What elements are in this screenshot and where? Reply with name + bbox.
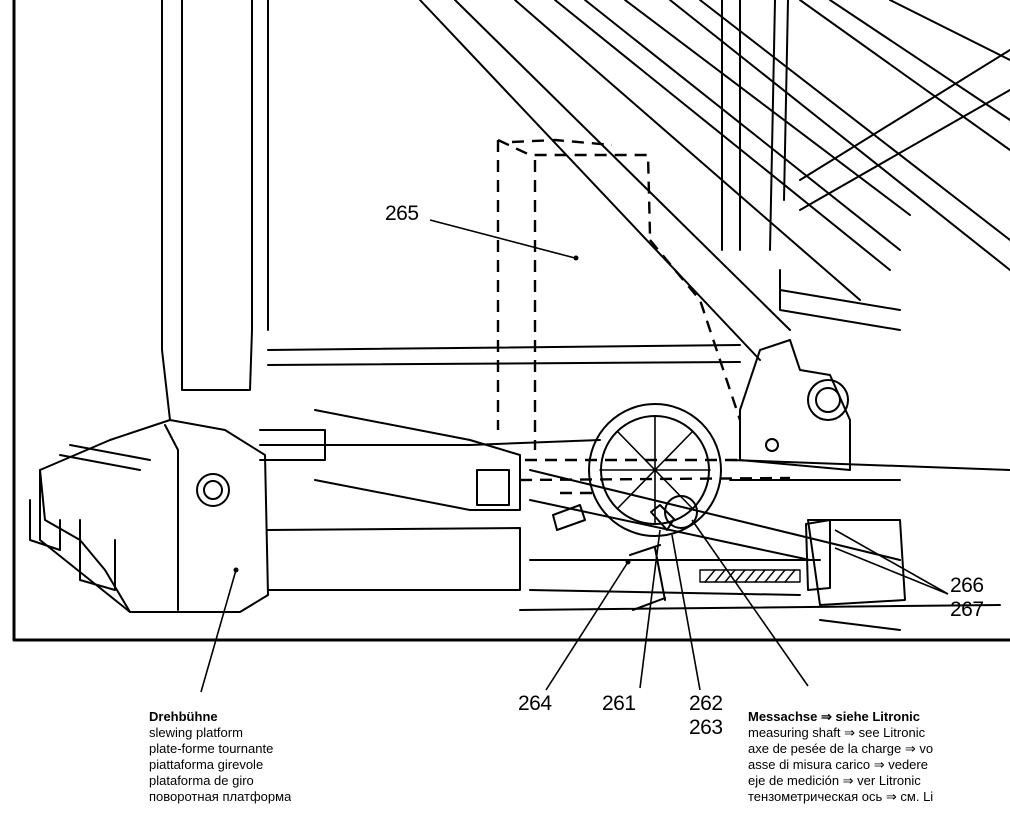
leader-lines	[200, 219, 949, 693]
caption-title: Drehbühne	[149, 709, 218, 724]
caption-line: plate-forme tournante	[149, 741, 274, 756]
leader-266	[834, 529, 949, 595]
caption-line: тензометрическая ось ⇒ см. Li	[748, 789, 934, 804]
slewing-platform-caption: Drehbühne slewing platform plate-forme t…	[149, 709, 291, 805]
diagonal-beam-2	[514, 0, 891, 301]
callout-267: 267	[950, 598, 984, 621]
caption-line: plataforma de giro	[149, 773, 254, 788]
leader-264	[545, 561, 629, 691]
dashed-outline	[496, 138, 791, 495]
wheel	[588, 403, 722, 537]
caption-line: asse di misura carico ⇒ vedere	[748, 757, 928, 772]
diagonal-beam-1	[419, 0, 791, 361]
leader-slewing	[200, 569, 237, 693]
leader-262	[671, 534, 701, 691]
left-mast	[161, 0, 269, 351]
right-mast	[721, 0, 789, 251]
leader-shaft	[691, 519, 809, 687]
crossbar	[314, 409, 521, 511]
right-block	[807, 519, 906, 606]
leader-267	[834, 547, 949, 595]
leader-265	[429, 219, 576, 259]
callout-261: 261	[602, 692, 636, 715]
measuring-shaft-caption: Messachse ⇒ siehe Litronic measuring sha…	[748, 709, 1010, 805]
callout-265: 265	[385, 202, 419, 225]
hatched-strip	[699, 569, 801, 583]
callout-264: 264	[518, 692, 552, 715]
caption-line: axe de pesée de la charge ⇒ vo	[748, 741, 934, 756]
frame-border	[12, 0, 1010, 642]
caption-title: Messachse ⇒ siehe Litronic	[748, 709, 921, 724]
slewing-platform	[39, 419, 269, 613]
caption-line: measuring shaft ⇒ see Litronic	[748, 725, 926, 740]
caption-line: slewing platform	[149, 725, 243, 740]
caption-line: piattaforma girevole	[149, 757, 264, 772]
platform-rail	[267, 344, 741, 366]
measuring-shaft	[664, 495, 698, 529]
caption-line: eje de medición ⇒ ver Litronic	[748, 773, 921, 788]
callout-266: 266	[950, 574, 984, 597]
caption-line: поворотная платформа	[149, 789, 292, 804]
callout-262: 262	[689, 692, 723, 715]
callout-263: 263	[689, 716, 723, 739]
leader-261	[639, 529, 661, 689]
